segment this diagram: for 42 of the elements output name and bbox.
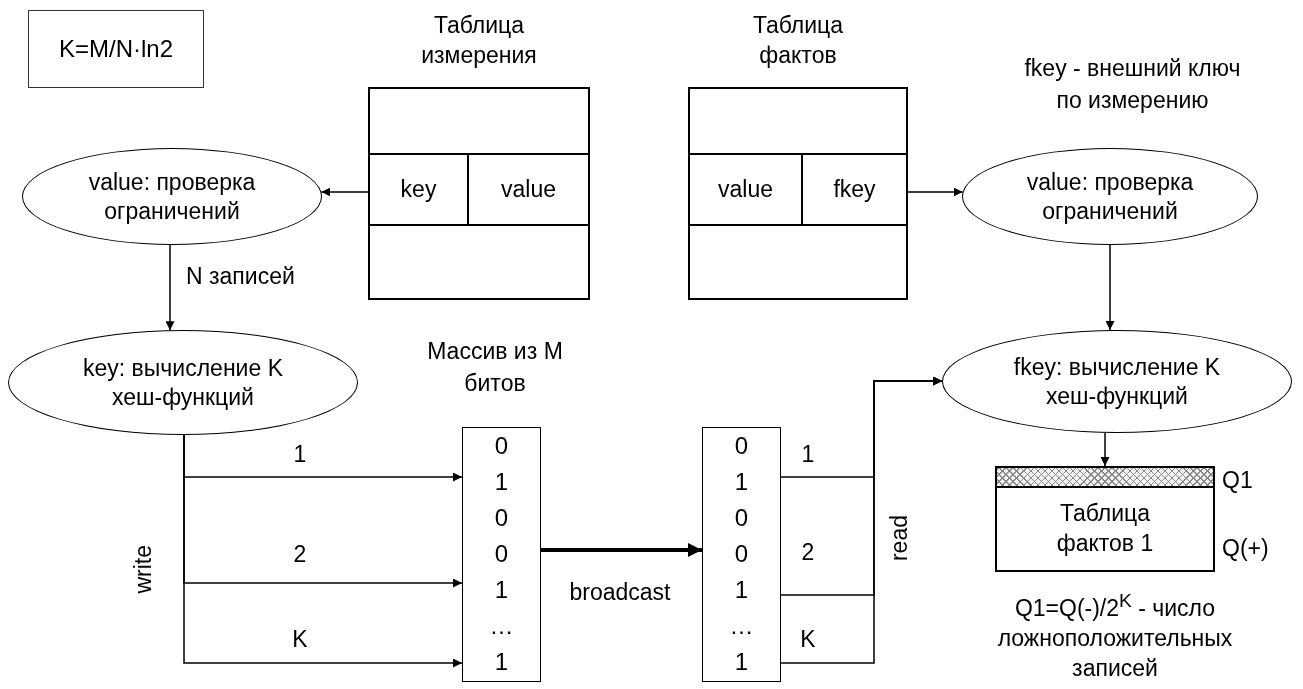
bit-array: [702, 427, 781, 682]
arrow: [541, 543, 702, 557]
table-heading: Таблица измерения: [420, 11, 538, 70]
array-heading: Массив из M битов: [426, 337, 564, 398]
arrow: [165, 244, 175, 331]
arrow: [907, 187, 964, 197]
formula-box: K=M/N·ln2: [28, 10, 204, 88]
arrow: [320, 187, 369, 197]
side-label: Q1: [1222, 466, 1254, 495]
bit-value: …: [489, 611, 514, 641]
arrow: [780, 376, 943, 664]
note-text: fkey - внешний ключ по измерению: [1023, 54, 1242, 115]
bit-value: 0: [494, 431, 509, 461]
bit-value: 0: [734, 503, 749, 533]
side-label: Q1=Q(-)/2$^{K}$ - число ложноположительных записей: [996, 589, 1234, 683]
bit-value: 1: [734, 467, 749, 497]
process-ellipse: value: проверка ограничений: [962, 148, 1258, 245]
bit-value: …: [729, 611, 754, 641]
bit-value: 0: [734, 539, 749, 569]
bit-value: 1: [494, 575, 509, 605]
table-cell: key: [370, 155, 469, 224]
process-ellipse: value: проверка ограничений: [22, 148, 322, 245]
table-heading: Таблица фактов: [751, 11, 845, 70]
bit-value: 1: [734, 647, 749, 677]
bit-value: 0: [494, 503, 509, 533]
table-cell: value: [469, 155, 588, 224]
bit-value: 1: [494, 467, 509, 497]
table-box: Таблица фактов 1: [995, 466, 1215, 572]
side-label: Q(+): [1222, 534, 1270, 563]
bit-value: 0: [494, 539, 509, 569]
process-ellipse: key: вычисление K хеш-функций: [8, 330, 358, 435]
table-cell: value: [690, 155, 803, 224]
side-label: read: [886, 515, 913, 562]
bit-value: 1: [734, 575, 749, 605]
side-label: write: [130, 545, 157, 594]
table-cell: fkey: [803, 155, 906, 224]
bit-value: 0: [734, 431, 749, 461]
arrow: [183, 434, 463, 668]
arrow: [1100, 432, 1110, 467]
process-ellipse: fkey: вычисление K хеш-функций: [942, 330, 1292, 433]
arrow: [1105, 244, 1115, 331]
bit-value: 1: [494, 647, 509, 677]
